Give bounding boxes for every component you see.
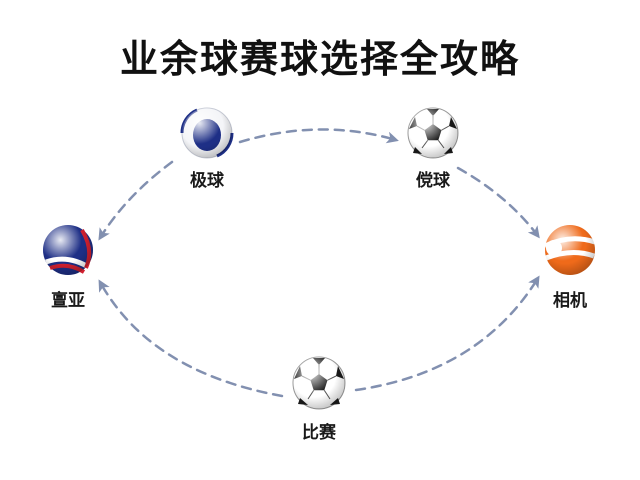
arrow-jiqiu-to-qiqiu <box>238 128 399 144</box>
node-label-qiqiu: 傥球 <box>416 171 450 191</box>
orange-white-ball-icon <box>543 225 596 275</box>
node-label-jianya: 亶亚 <box>51 291 85 311</box>
navy-white-ball-icon <box>180 107 234 159</box>
node-label-xiangji: 相机 <box>553 291 587 311</box>
node-label-jiqiu: 极球 <box>190 171 224 191</box>
arrow-bisai-to-jianya <box>98 279 284 398</box>
soccer-ball-icon <box>292 356 346 410</box>
arrow-qiqiu-to-xiangji <box>456 166 540 239</box>
arrow-jiqiu-to-jianya <box>98 160 174 241</box>
arrow-bisai-to-xiangji <box>354 275 540 392</box>
navy-red-ball-icon <box>43 225 93 275</box>
node-label-bisai: 比赛 <box>302 423 336 443</box>
diagram-title: 业余球赛球选择全攻略 <box>119 37 520 81</box>
soccer-ball-icon <box>407 107 459 159</box>
